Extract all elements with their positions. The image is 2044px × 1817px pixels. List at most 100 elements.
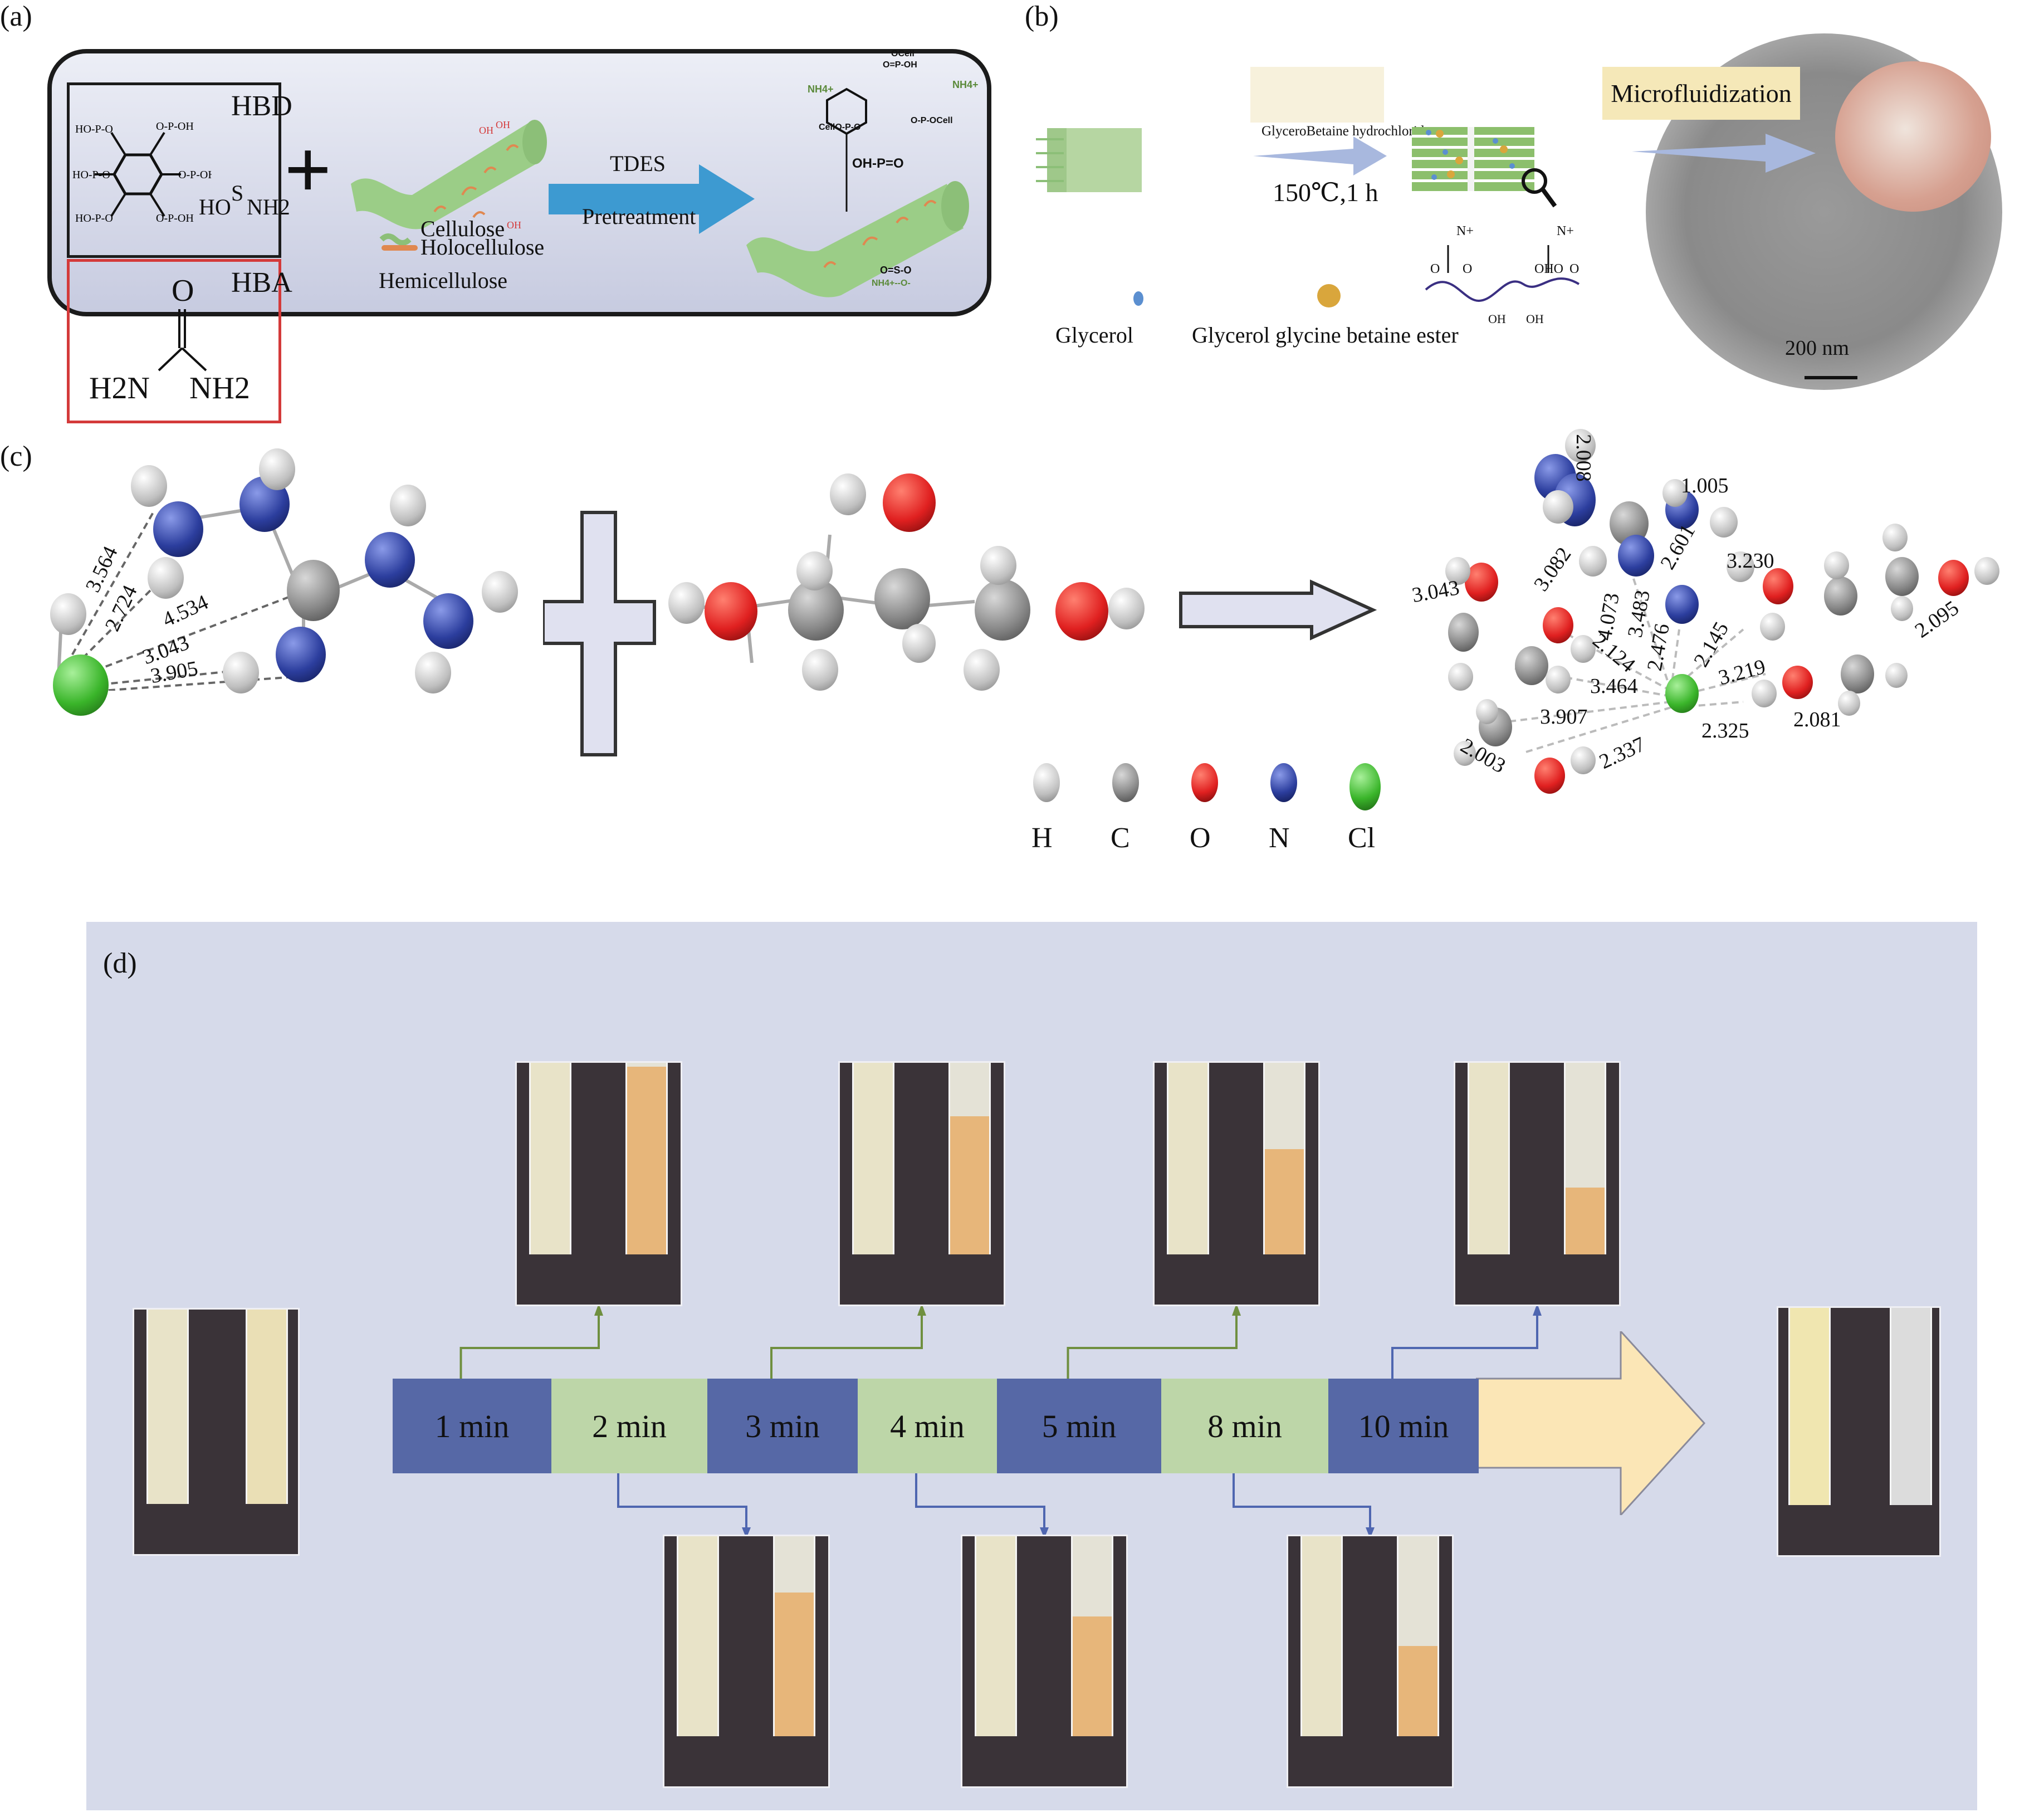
plus-sign: +	[284, 124, 332, 216]
hba-box: HBA O H2N NH2	[67, 259, 292, 423]
ester-oh-2: OH	[1526, 312, 1544, 326]
atom-h	[980, 546, 1016, 585]
atom-h	[1752, 680, 1777, 707]
sediment-level	[950, 1116, 989, 1254]
connector-arrowhead	[742, 1527, 751, 1538]
svg-text:O-P-OH: O-P-OH	[156, 120, 194, 133]
legend-cellulose: Cellulose	[420, 216, 505, 241]
atom-o	[1543, 607, 1573, 643]
panel-c-label: (c)	[0, 441, 32, 472]
atom-o	[1763, 568, 1793, 604]
phytic-acid-structure: HO-P-OO-P-OH HO-P-OO-P-OH HO-P-OO-P-OH	[72, 120, 212, 224]
atom-n	[1618, 535, 1654, 577]
modified-fiber-lattice	[1412, 127, 1534, 191]
ester-o-3: O	[1569, 262, 1580, 276]
atom-o	[705, 582, 757, 641]
legend-label-c: C	[1111, 822, 1130, 854]
atom-c	[287, 560, 340, 621]
product-label-ohpo: OH-P=O	[852, 156, 904, 171]
connector-line	[1067, 1315, 1238, 1379]
atom-o	[883, 473, 936, 532]
atom-c	[1515, 646, 1548, 685]
atom-h	[1760, 613, 1785, 641]
atom-o	[1534, 758, 1565, 794]
legend-holocellulose: Holocellulose	[420, 235, 545, 260]
atom-h	[1571, 746, 1596, 774]
timeline-step: 10 min	[1328, 1379, 1479, 1473]
timeline-arrow-head	[1476, 1331, 1706, 1515]
sediment-level	[1073, 1616, 1112, 1736]
microfluidization-label: Microfluidization	[1602, 67, 1800, 120]
connector-line	[1391, 1315, 1538, 1379]
panel-d-label: (d)	[103, 947, 137, 979]
timeline-step: 5 min	[997, 1379, 1161, 1473]
sedimentation-photo-3-min	[838, 1061, 1005, 1306]
connector-arrowhead	[917, 1303, 926, 1316]
ester-n-right: N+	[1557, 224, 1574, 238]
svg-text:O-P-OH: O-P-OH	[178, 169, 212, 181]
atom-h	[131, 465, 167, 507]
tube-sample	[1397, 1536, 1439, 1736]
photo-initial	[133, 1308, 300, 1556]
tube-sample	[1564, 1063, 1606, 1254]
atom-h	[830, 473, 866, 515]
svg-text:HO-P-O: HO-P-O	[75, 123, 113, 135]
atom-h	[1710, 507, 1738, 538]
tube-control	[1788, 1308, 1831, 1505]
reaction-arrow	[1253, 136, 1387, 175]
plus-operator-icon	[543, 511, 656, 756]
tube-control	[1300, 1536, 1343, 1736]
connector-line	[770, 1315, 923, 1379]
sulfamic-nh2: NH2	[247, 194, 290, 219]
legend-label-o: O	[1190, 822, 1211, 854]
atom-h	[1727, 551, 1754, 582]
sedimentation-photo-8-min	[1287, 1535, 1454, 1788]
sediment-level	[627, 1066, 666, 1254]
sedimentation-photo-1-min	[515, 1061, 682, 1306]
connector-line	[1233, 1473, 1371, 1529]
tube-sample	[1071, 1536, 1113, 1736]
atom-c	[1448, 613, 1479, 652]
connector-line	[459, 1315, 600, 1379]
atom-h	[482, 571, 518, 613]
legend-atom-c	[1112, 763, 1139, 802]
timeline-step: 2 min	[551, 1379, 707, 1473]
atom-h	[802, 649, 838, 691]
timeline-step: 1 min	[393, 1379, 551, 1473]
connector-arrowhead	[1232, 1303, 1241, 1316]
atom-h	[1974, 557, 1999, 585]
tube-control	[975, 1536, 1017, 1736]
legend-atom-cl	[1349, 763, 1381, 810]
sedimentation-photo-2-min	[663, 1535, 830, 1788]
biomass-fiber-bundle-icon	[1036, 128, 1142, 192]
ester-oh-1: OH	[1488, 312, 1506, 326]
atom-h	[1546, 666, 1571, 693]
distance-label: 2.325	[1701, 719, 1749, 743]
timeline-step: 3 min	[707, 1379, 858, 1473]
hba-label: HBA	[231, 267, 292, 299]
pretreatment-arrow	[549, 164, 755, 234]
atom-h	[1476, 699, 1498, 724]
atom-n	[365, 532, 415, 588]
panel-b-label: (b)	[1025, 1, 1059, 32]
microfluidization-arrow	[1632, 134, 1816, 173]
atom-h	[148, 557, 184, 599]
tube-sample	[1263, 1063, 1305, 1254]
product-label-opocell: O-P-OCell	[911, 116, 953, 125]
atom-o	[1782, 666, 1813, 699]
product-label-nh4-bottom: NH4+--O-	[872, 279, 911, 288]
holocellulose-legend-icon	[382, 245, 418, 251]
ester-o-2: O	[1463, 262, 1473, 276]
product-label-cello: CellO-P-O	[819, 123, 861, 132]
tube-control	[529, 1063, 571, 1254]
legend-ester: Glycerol glycine betaine ester	[1192, 323, 1459, 348]
legend-glycerol: Glycerol	[1055, 323, 1133, 348]
legend-atom-h	[1033, 763, 1060, 802]
atom-h	[259, 448, 295, 490]
reagent-label: GlyceroBetaine hydrochloride	[1261, 124, 1431, 139]
product-label-opoh: O=P-OH	[883, 60, 917, 70]
atom-h	[1448, 663, 1473, 691]
atom-h	[50, 593, 86, 635]
distance-label: 2.081	[1793, 708, 1841, 731]
